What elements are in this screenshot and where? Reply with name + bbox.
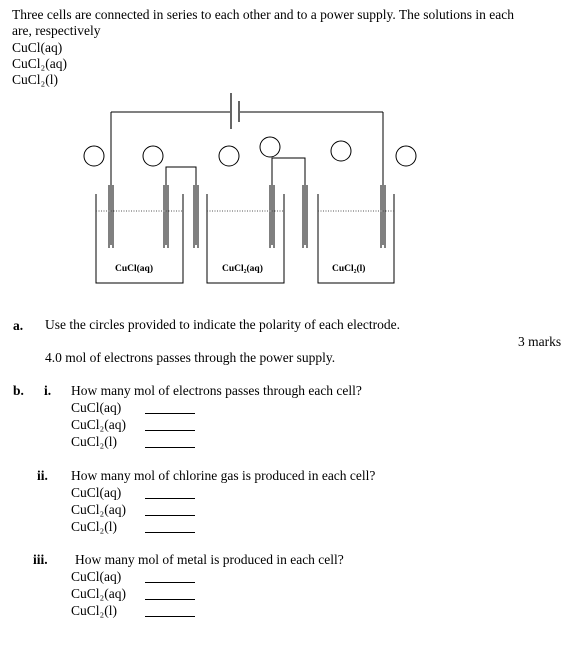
- beaker-1: [95, 194, 184, 284]
- answer-blank-ii-1[interactable]: [145, 498, 195, 499]
- answer-blank-iii-3[interactable]: [145, 616, 195, 617]
- part-b-i-num: i.: [44, 383, 52, 398]
- polarity-circle-5[interactable]: [330, 140, 352, 162]
- connector-1-2: [165, 166, 197, 245]
- part-b-iii-num: iii.: [33, 552, 48, 567]
- part-b-ii-num: ii.: [37, 468, 48, 483]
- polarity-circle-2[interactable]: [142, 145, 164, 167]
- electrons-info: 4.0 mol of electrons passes through the …: [45, 350, 336, 365]
- answer-blank-i-2[interactable]: [145, 430, 195, 431]
- polarity-circle-3[interactable]: [218, 145, 240, 167]
- intro-line-2: are, respectively: [12, 23, 101, 38]
- part-b-ii-item-3: CuCl₂(l): [71, 519, 117, 534]
- answer-blank-ii-3[interactable]: [145, 532, 195, 533]
- beaker-label-3: CuCl₂(l): [332, 263, 365, 274]
- part-b-i-item-1: CuCl(aq): [71, 400, 122, 415]
- answer-blank-i-1[interactable]: [145, 413, 195, 414]
- intro-line-1: Three cells are connected in series to e…: [12, 7, 514, 22]
- solution-2: CuCl₂(aq): [12, 56, 67, 71]
- answer-blank-i-3[interactable]: [145, 447, 195, 448]
- part-b-iii-question: How many mol of metal is produced in eac…: [75, 552, 344, 567]
- part-b-iii-item-1: CuCl(aq): [71, 569, 122, 584]
- part-a-label: a.: [13, 318, 24, 333]
- beaker-label-1: CuCl(aq): [115, 263, 153, 274]
- polarity-circle-1[interactable]: [83, 145, 105, 167]
- connector-2-3: [271, 157, 306, 245]
- part-b-iii-item-3: CuCl₂(l): [71, 603, 117, 618]
- solution-1: CuCl(aq): [12, 40, 63, 55]
- part-b-i-item-3: CuCl₂(l): [71, 434, 117, 449]
- part-b-label: b.: [13, 383, 24, 398]
- polarity-circle-6[interactable]: [395, 145, 417, 167]
- polarity-circle-4[interactable]: [259, 136, 281, 158]
- part-b-iii-item-2: CuCl₂(aq): [71, 586, 126, 601]
- electrolysis-diagram: CuCl(aq) CuCl₂(aq) CuCl₂(l): [83, 93, 417, 284]
- part-b-i-item-2: CuCl₂(aq): [71, 417, 126, 432]
- part-a-question: Use the circles provided to indicate the…: [45, 317, 400, 332]
- part-b-ii-item-2: CuCl₂(aq): [71, 502, 126, 517]
- answer-blank-ii-2[interactable]: [145, 515, 195, 516]
- part-a-marks: 3 marks: [518, 334, 562, 349]
- part-b-i-question: How many mol of electrons passes through…: [71, 383, 362, 398]
- solution-3: CuCl₂(l): [12, 72, 58, 87]
- beaker-label-2: CuCl₂(aq): [222, 263, 263, 274]
- answer-blank-iii-2[interactable]: [145, 599, 195, 600]
- part-b-ii-question: How many mol of chlorine gas is produced…: [71, 468, 376, 483]
- answer-blank-iii-1[interactable]: [145, 582, 195, 583]
- beaker-2: [206, 194, 285, 284]
- beaker-3: [317, 194, 395, 284]
- part-b-ii-item-1: CuCl(aq): [71, 485, 122, 500]
